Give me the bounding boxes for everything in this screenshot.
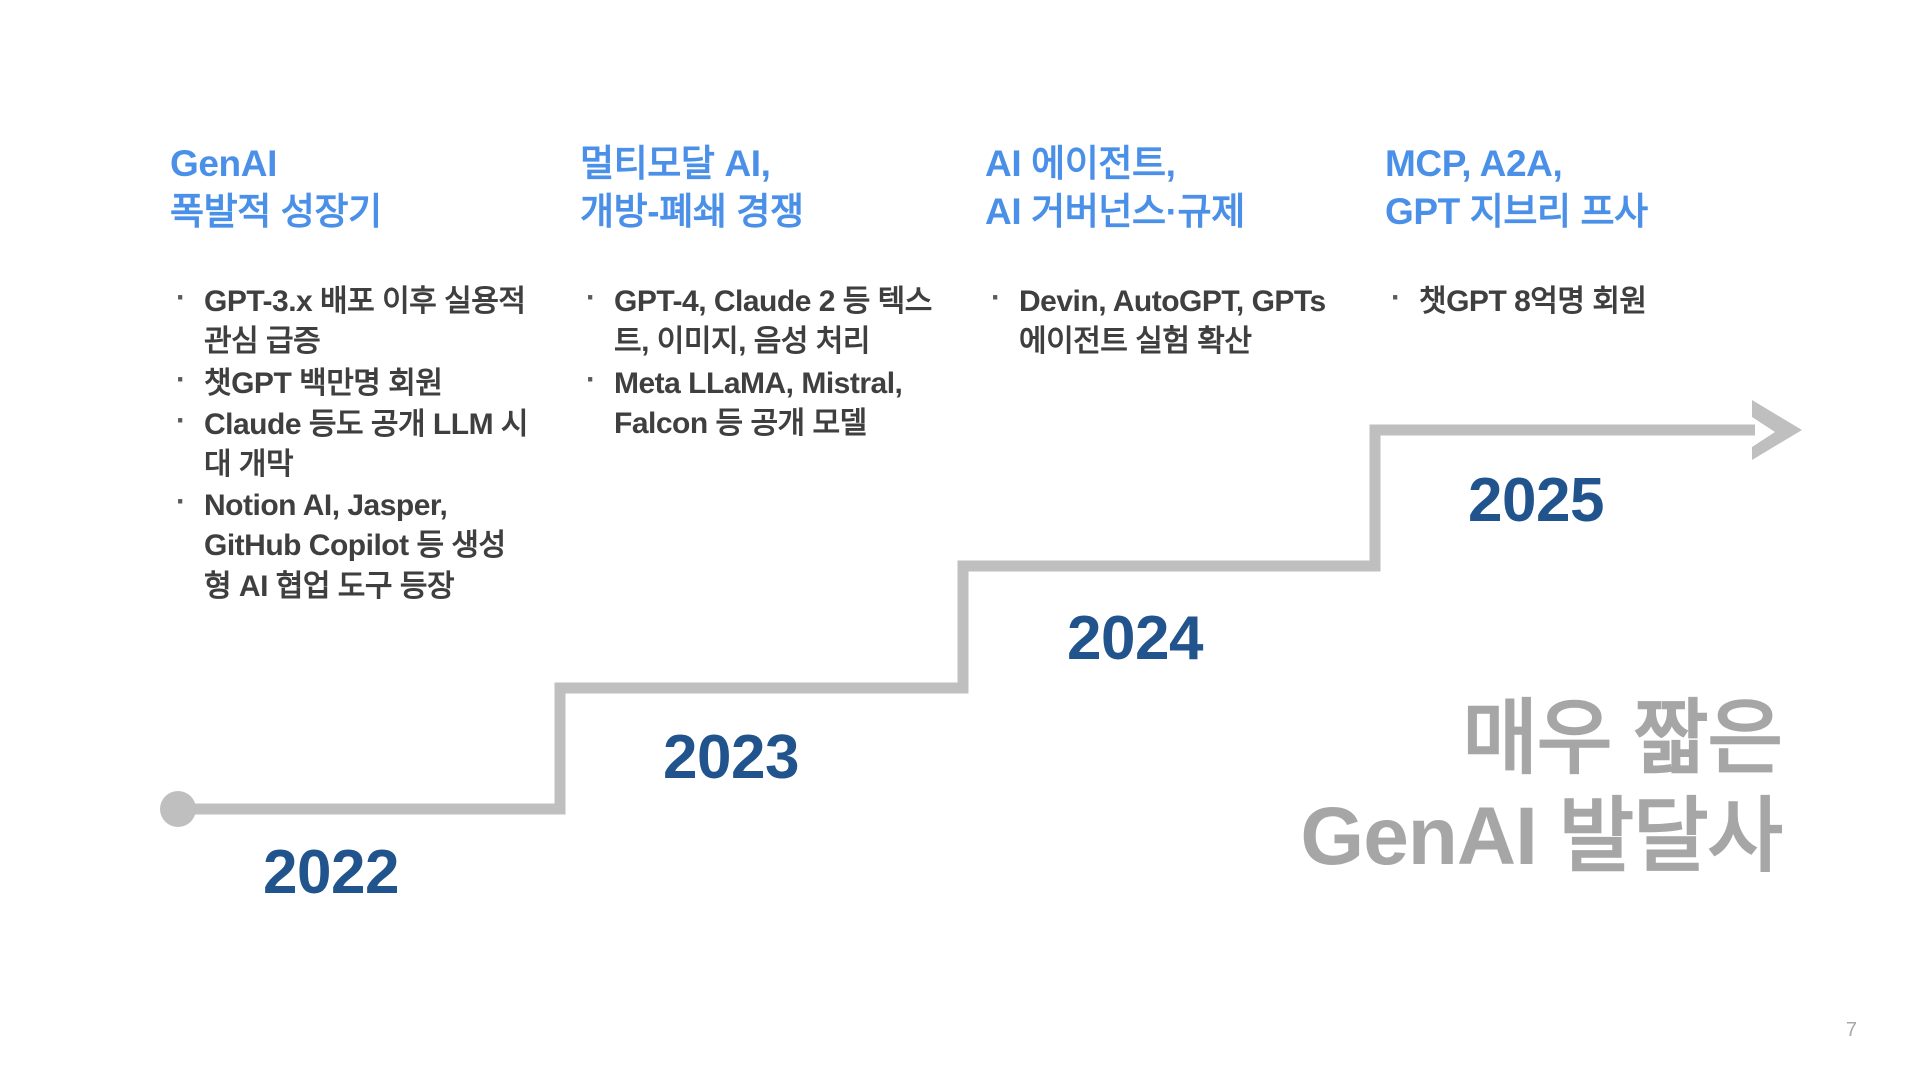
- year-label-2025: 2025: [1468, 466, 1604, 535]
- list-item: Claude 등도 공개 LLM 시대 개막: [170, 401, 530, 485]
- page-number: 7: [1845, 1019, 1857, 1041]
- timeline-start-dot-icon: [160, 791, 196, 827]
- list-item: Notion AI, Jasper, GitHub Copilot 등 생성형 …: [170, 482, 530, 607]
- list-item: Meta LLaMA, Mistral, Falcon 등 공개 모델: [580, 360, 940, 444]
- list-item: GPT-3.x 배포 이후 실용적 관심 급증: [170, 278, 530, 362]
- list-item: 챗GPT 8억명 회원: [1385, 278, 1785, 322]
- bullet-list-2025: 챗GPT 8억명 회원: [1385, 278, 1785, 322]
- year-label-2024: 2024: [1067, 604, 1203, 673]
- timeline-column-2024: AI 에이전트, AI 거버넌스·규제 Devin, AutoGPT, GPTs…: [985, 140, 1345, 364]
- slide-caption: 매우 짧은 GenAI 발달사: [1300, 693, 1783, 883]
- timeline-column-2023: 멀티모달 AI, 개방-폐쇄 경쟁 GPT-4, Claude 2 등 텍스트,…: [580, 140, 940, 445]
- year-label-2022: 2022: [263, 838, 399, 907]
- list-item: 챗GPT 백만명 회원: [170, 360, 530, 404]
- timeline-arrow-head-icon: [1752, 400, 1802, 460]
- column-header-2024: AI 에이전트, AI 거버넌스·규제: [985, 143, 1245, 233]
- year-label-2023: 2023: [663, 723, 799, 792]
- list-item: GPT-4, Claude 2 등 텍스트, 이미지, 음성 처리: [580, 278, 940, 362]
- bullet-list-2023: GPT-4, Claude 2 등 텍스트, 이미지, 음성 처리 Meta L…: [580, 278, 940, 444]
- bullet-list-2024: Devin, AutoGPT, GPTs 에이전트 실험 확산: [985, 278, 1345, 362]
- list-item: Devin, AutoGPT, GPTs 에이전트 실험 확산: [985, 278, 1345, 362]
- bullet-list-2022: GPT-3.x 배포 이후 실용적 관심 급증 챗GPT 백만명 회원 Clau…: [170, 278, 530, 607]
- column-header-2025: MCP, A2A, GPT 지브리 프사: [1385, 143, 1648, 233]
- column-header-2023: 멀티모달 AI, 개방-폐쇄 경쟁: [580, 143, 804, 233]
- timeline-column-2025: MCP, A2A, GPT 지브리 프사 챗GPT 8억명 회원: [1385, 140, 1785, 323]
- timeline-column-2022: GenAI 폭발적 성장기 GPT-3.x 배포 이후 실용적 관심 급증 챗G…: [170, 140, 530, 608]
- column-header-2022: GenAI 폭발적 성장기: [170, 143, 382, 233]
